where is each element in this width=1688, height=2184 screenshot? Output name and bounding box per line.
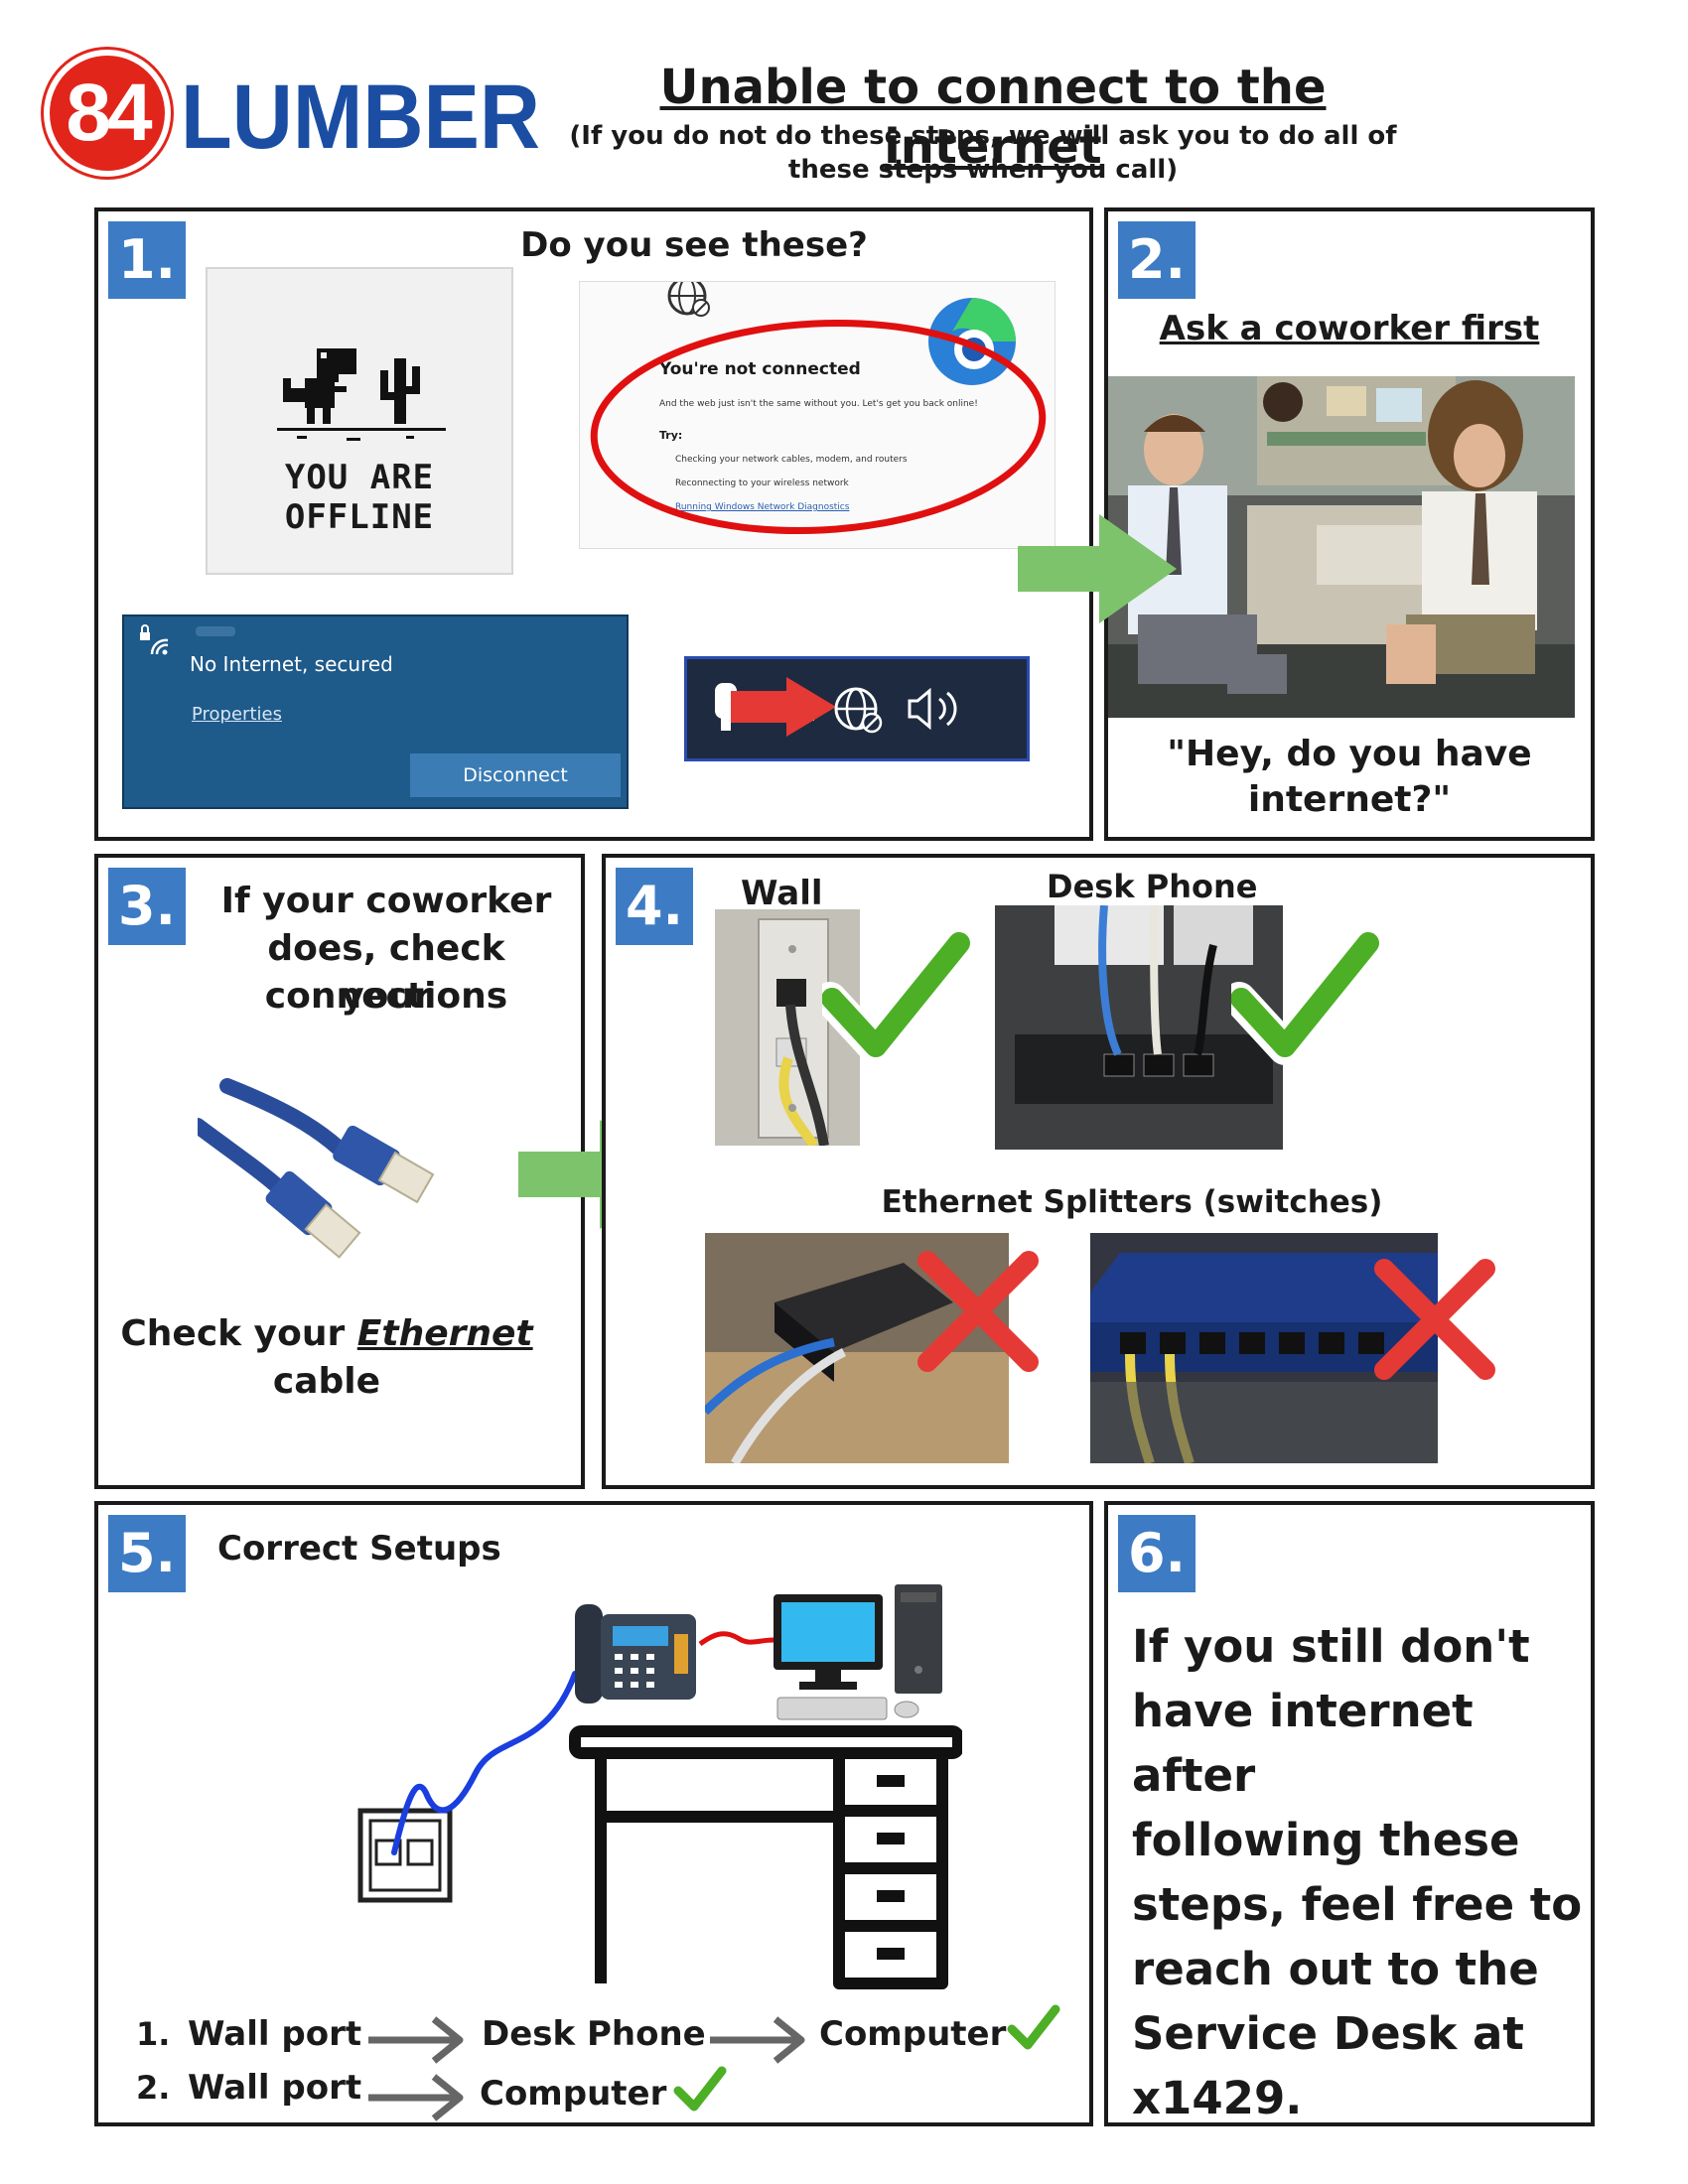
- setup2-arrow-icon: [368, 2074, 464, 2121]
- splitter-2-red-x-icon: [1374, 1259, 1495, 1380]
- setup1-arrow-2-icon: [710, 2016, 805, 2064]
- dino-icon: [277, 348, 446, 441]
- step6-line-3: following these: [1132, 1814, 1520, 1866]
- splitter-photo-1: [705, 1233, 1009, 1463]
- setup1-desk-phone: Desk Phone: [482, 2014, 706, 2054]
- step6-line-6: Service Desk at: [1132, 2007, 1524, 2060]
- splitters-label: Ethernet Splitters (switches): [881, 1184, 1383, 1220]
- wifi-status: No Internet, secured: [190, 652, 393, 676]
- edge-try: Try:: [659, 429, 683, 442]
- step4-badge: 4.: [616, 868, 693, 945]
- setup2-computer: Computer: [480, 2074, 667, 2114]
- step3-line1: If your coworker: [220, 881, 552, 921]
- step2-quote-line1: "Hey, do you have: [1167, 734, 1532, 774]
- page-subtitle-line2: these steps when you call): [787, 155, 1179, 185]
- green-arrow-1-to-2-icon: [1018, 514, 1177, 623]
- globe-error-icon: [667, 282, 710, 317]
- edge-error-card: You're not connected And the web just is…: [579, 281, 1055, 549]
- desk-phone-icon: [575, 1604, 696, 1704]
- step2-panel: 2. Ask a coworker first "H: [1104, 207, 1595, 841]
- logo-number: 84: [66, 68, 152, 158]
- step6-message: If you still don't have internet after f…: [1132, 1614, 1589, 2124]
- step3-check-cable: Check your Ethernet: [98, 1310, 555, 1358]
- step5-badge: 5.: [108, 1515, 186, 1592]
- red-cable-icon: [698, 1631, 774, 1647]
- edge-body: And the web just isn't the same without …: [659, 399, 978, 409]
- wifi-network-name: [196, 626, 235, 636]
- wall-label: Wall: [741, 874, 823, 913]
- step1-panel: 1. Do you see these?: [94, 207, 1093, 841]
- edge-title: You're not connected: [659, 359, 861, 379]
- setup2-green-check-icon: [673, 2066, 727, 2112]
- step2-badge: 2.: [1118, 221, 1196, 299]
- step3-cable-word: cable: [272, 1361, 381, 1402]
- logo-word: LUMBER: [181, 67, 541, 168]
- computer-icon: [774, 1584, 942, 1720]
- setup1-index: 1.: [136, 2015, 171, 2053]
- step6-line-1: If you still don't: [1132, 1620, 1530, 1673]
- setup1-green-check-icon: [1007, 2004, 1060, 2050]
- desk-icon: [569, 1725, 962, 1989]
- step2-heading: Ask a coworker first: [1159, 309, 1540, 348]
- edge-tip-3: Running Windows Network Diagnostics: [675, 502, 850, 512]
- offline-dino-card: YOU ARE OFFLINE: [206, 267, 513, 575]
- wifi-lock-icon: [140, 624, 169, 655]
- splitter-1-red-x-icon: [917, 1251, 1039, 1372]
- step5-heading: Correct Setups: [217, 1529, 501, 1569]
- step6-line-5: reach out to the: [1132, 1943, 1539, 1995]
- step1-heading: Do you see these?: [520, 225, 868, 265]
- wifi-flyout: No Internet, secured Properties Disconne…: [122, 614, 629, 809]
- step6-line-7: x1429.: [1132, 2072, 1303, 2124]
- desk-phone-photo: [995, 905, 1283, 1150]
- coworkers-photo: [1108, 376, 1575, 718]
- wifi-properties-link[interactable]: Properties: [192, 704, 282, 725]
- page-subtitle-line1: (If you do not do these steps, we will a…: [569, 121, 1397, 151]
- step3-line2: does, check your: [267, 928, 505, 1017]
- step3-panel: 3. If your coworker does, check your con…: [94, 854, 585, 1489]
- page-title: Unable to connect to the internet: [659, 60, 1327, 175]
- step6-line-4: steps, feel free to: [1132, 1878, 1583, 1931]
- setup1-wall-port: Wall port: [188, 2014, 362, 2054]
- office-scene-illustration: [1108, 376, 1575, 718]
- setup1-arrow-1-icon: [368, 2016, 464, 2064]
- red-arrow-icon: [731, 677, 836, 737]
- setup2-wall-port: Wall port: [188, 2068, 362, 2108]
- step6-panel: 6. If you still don't have internet afte…: [1104, 1501, 1595, 2126]
- offline-text: YOU ARE OFFLINE: [284, 458, 435, 537]
- check-prefix: Check your: [120, 1313, 357, 1354]
- check-emphasis: Ethernet: [356, 1313, 533, 1354]
- wifi-disconnect-button[interactable]: Disconnect: [410, 753, 621, 797]
- step6-badge: 6.: [1118, 1515, 1196, 1592]
- wall-port-icon: [357, 1808, 453, 1903]
- logo-circle: [44, 50, 171, 177]
- step6-line-2: have internet after: [1132, 1685, 1474, 1802]
- blue-cable-icon: [391, 1671, 578, 1855]
- phone-green-check-icon: [1231, 927, 1380, 1065]
- tray-icons: [715, 677, 957, 737]
- red-circle-annotation: [590, 319, 1047, 535]
- phone-back-illustration: [1015, 905, 1273, 1104]
- step3-badge: 3.: [108, 868, 186, 945]
- wall-jack-illustration: [758, 918, 829, 1146]
- wall-port-photo: [715, 909, 860, 1146]
- step5-panel: 5. Correct Setups: [94, 1501, 1093, 2126]
- step1-badge: 1.: [108, 221, 186, 299]
- taskbar-tray: [684, 656, 1030, 761]
- ethernet-cable-icon: [198, 1078, 435, 1259]
- company-logo: 84 LUMBER: [44, 50, 540, 184]
- step2-quote-line2: internet?": [1247, 779, 1452, 820]
- setup2-index: 2.: [136, 2069, 171, 2107]
- splitter-1-illustration: [705, 1263, 1009, 1463]
- step3-line3: connections: [264, 976, 508, 1017]
- step4-panel: 4. Wall Desk Phone: [602, 854, 1595, 1489]
- setup1-computer: Computer: [819, 2014, 1007, 2054]
- desk-phone-label: Desk Phone: [1047, 868, 1258, 905]
- edge-tip-2: Reconnecting to your wireless network: [675, 478, 849, 488]
- wall-green-check-icon: [822, 927, 971, 1065]
- desk-setup-illustration: [357, 1584, 962, 1989]
- edge-tip-1: Checking your network cables, modem, and…: [675, 455, 908, 465]
